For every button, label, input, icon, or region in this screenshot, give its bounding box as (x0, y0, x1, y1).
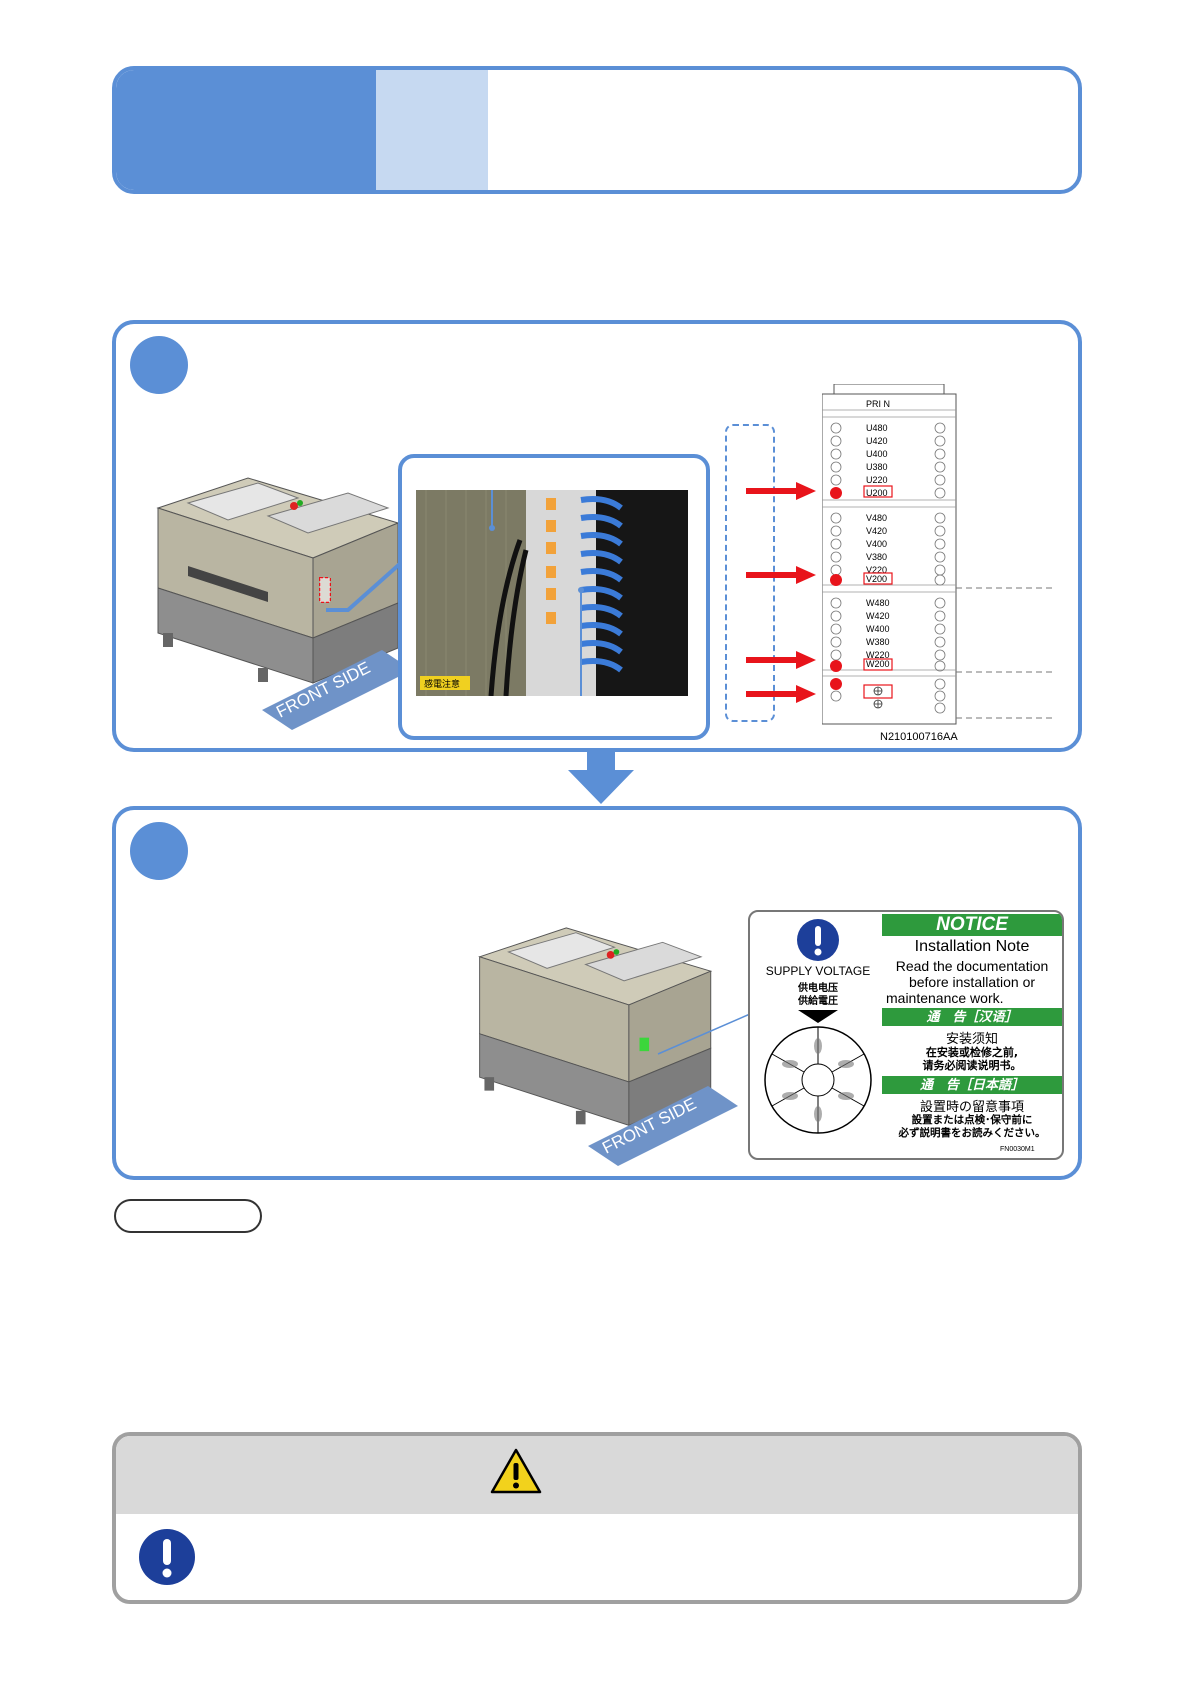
terminal-block-diagram: PRI N U480 U420 U400 U380 U220 U200 V480… (822, 384, 958, 743)
svg-text:V480: V480 (866, 513, 887, 523)
svg-text:W480: W480 (866, 598, 890, 608)
svg-text:U420: U420 (866, 436, 888, 446)
japanese-heading: 設置時の留意事項 (919, 1100, 1024, 1115)
callout-connector-2 (657, 1013, 751, 1055)
note-pill (114, 1199, 262, 1233)
notice-title: NOTICE (882, 914, 1062, 936)
svg-text:感電注意: 感電注意 (424, 678, 460, 690)
svg-text:V380: V380 (866, 552, 887, 562)
warning-triangle-icon (490, 1448, 542, 1494)
svg-text:U400: U400 (866, 449, 888, 459)
caution-header (116, 1436, 1078, 1514)
label-code: FN0030M1 (1000, 1146, 1035, 1153)
svg-text:U480: U480 (866, 423, 888, 433)
mandatory-icon-label (797, 919, 839, 961)
exclamation-circle-icon (139, 1529, 195, 1585)
callout-connector-1 (326, 560, 404, 612)
supply-voltage-cn: 供电电压 (798, 983, 838, 994)
title-banner-light-block (376, 70, 488, 190)
step-2-marker (130, 822, 188, 880)
svg-text:W200: W200 (866, 659, 890, 669)
svg-text:W400: W400 (866, 624, 890, 634)
svg-text:U200: U200 (866, 488, 888, 498)
svg-text:V200: V200 (866, 574, 887, 584)
front-side-label-2: FRONT SIDE (588, 1086, 738, 1166)
japanese-notice-title: 通 告［日本語］ (882, 1076, 1062, 1094)
supply-voltage-jp: 供給電圧 (798, 996, 838, 1007)
title-banner-dark-block (116, 70, 376, 190)
svg-text:V220: V220 (866, 565, 887, 575)
terminal-photo: 感電注意 (416, 490, 688, 696)
svg-text:PRI N: PRI N (866, 399, 890, 409)
supply-voltage-label: SUPPLY VOLTAGE (765, 964, 871, 978)
voltage-dial-icon (764, 1026, 872, 1134)
chinese-heading: 安装须知 (945, 1032, 998, 1047)
install-note-text: Read the documentation before installati… (886, 958, 1049, 1006)
chinese-notice-title: 通 告［汉语］ (882, 1008, 1062, 1026)
svg-text:W420: W420 (866, 611, 890, 621)
svg-text:N210100716AA: N210100716AA (880, 731, 958, 743)
title-banner (112, 66, 1082, 194)
svg-text:V420: V420 (866, 526, 887, 536)
svg-text:U380: U380 (866, 462, 888, 472)
notice-label: NOTICE Installation Note Read the docume… (748, 910, 1064, 1160)
machine-illustration-1 (156, 477, 400, 684)
terminal-leader-lines (956, 587, 1052, 719)
svg-text:U220: U220 (866, 475, 888, 485)
svg-text:W220: W220 (866, 650, 890, 660)
down-triangle-icon (798, 1010, 838, 1023)
down-arrow (568, 748, 634, 804)
red-arrows (746, 482, 816, 703)
machine-illustration-2 (478, 927, 713, 1127)
svg-text:V400: V400 (866, 539, 887, 549)
caution-box (112, 1432, 1082, 1604)
install-note-heading: Installation Note (914, 938, 1030, 955)
svg-text:W380: W380 (866, 637, 890, 647)
step-1-marker (130, 336, 188, 394)
front-side-label-1: FRONT SIDE (262, 650, 412, 730)
chinese-text: 在安装或检修之前, 请务必阅读说明书。 (922, 1046, 1022, 1072)
japanese-text: 設置または点検･保守前に 必ず説明書をお読みください。 (898, 1114, 1046, 1139)
